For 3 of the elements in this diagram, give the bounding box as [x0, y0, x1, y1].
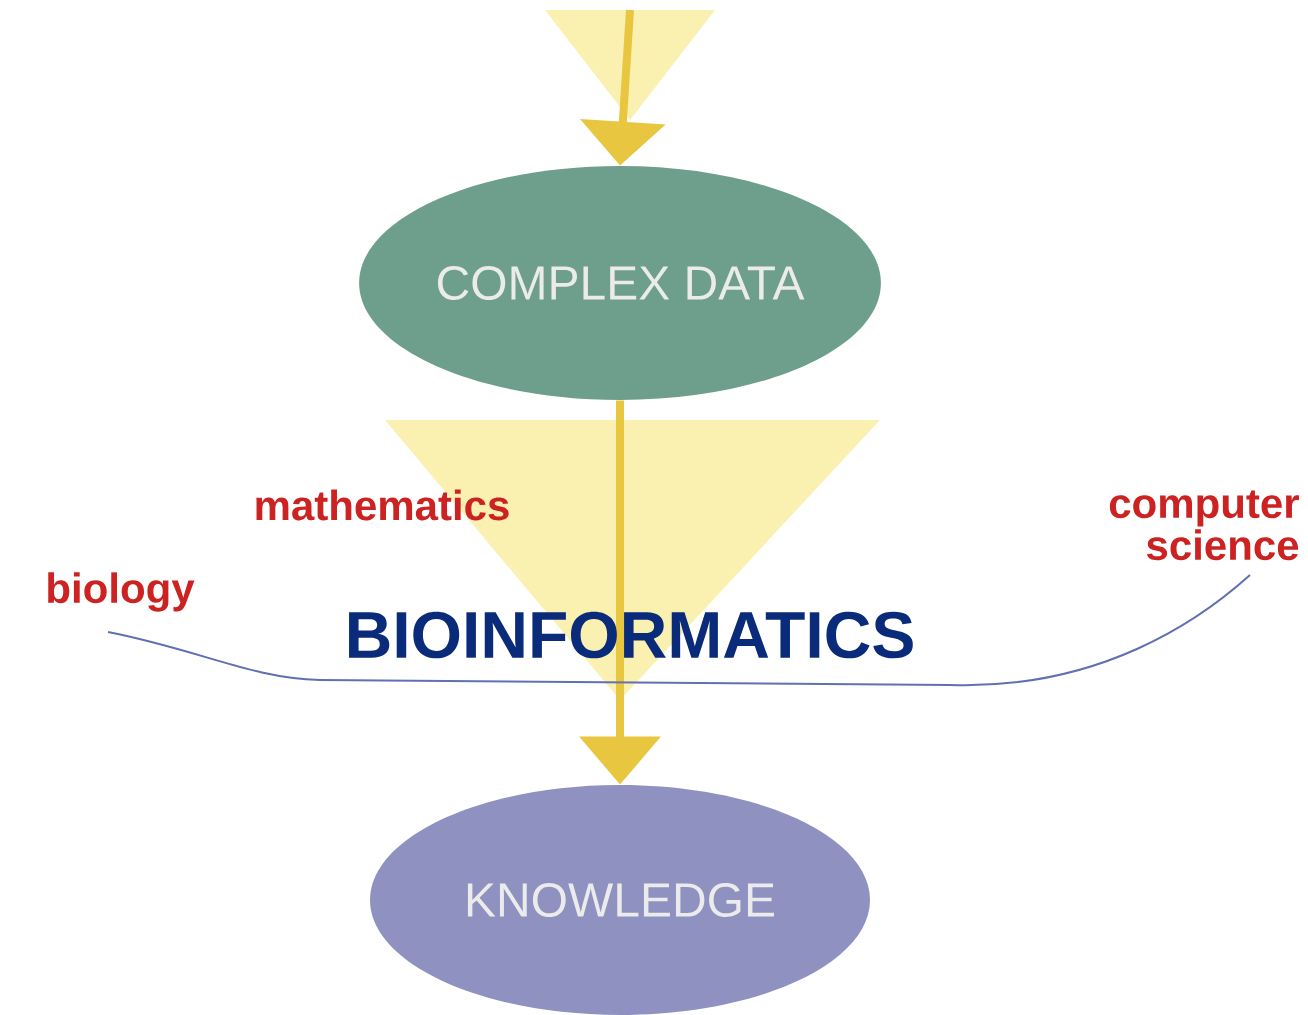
subject-label: biology	[48, 572, 195, 612]
subject-label: computer science	[1109, 490, 1299, 561]
subject-label: mathematics	[256, 489, 509, 521]
